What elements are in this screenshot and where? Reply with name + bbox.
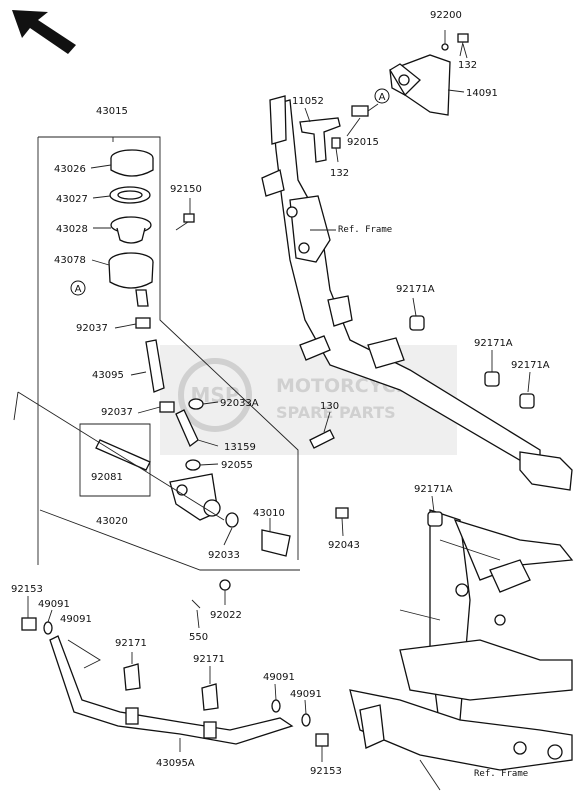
svg-text:A: A [379, 92, 386, 103]
arrow-up-left-icon [12, 10, 76, 54]
reservoir-43078 [108, 252, 154, 307]
ref-marker-a-2: A [374, 88, 390, 104]
label-92171b: 92171 [193, 654, 225, 665]
clamp-92037a [135, 317, 151, 329]
screw-92150 [175, 213, 195, 231]
label-13159: 13159 [224, 442, 256, 453]
label-43020: 43020 [96, 516, 128, 527]
washer-49091c [271, 699, 281, 713]
clamp-92171A-2 [484, 371, 500, 387]
clamp-92171A-1 [409, 315, 425, 331]
banjo-bolt-92153a [21, 617, 37, 631]
clamp-92171A-4 [427, 511, 443, 527]
washer-49091d [301, 713, 311, 727]
label-92033A: 92033A [220, 398, 259, 409]
label-ref-frame-1: Ref. Frame [338, 225, 392, 235]
label-92171A-1: 92171A [396, 284, 435, 295]
label-49091d: 49091 [290, 689, 322, 700]
pointer-49091b [67, 639, 101, 669]
label-130: 130 [320, 401, 339, 412]
hose-43095A [49, 635, 294, 745]
svg-text:A: A [75, 284, 82, 295]
label-92043: 92043 [328, 540, 360, 551]
hose-43095 [145, 339, 165, 393]
label-92171A-3: 92171A [511, 360, 550, 371]
bracket-11052 [299, 117, 341, 163]
label-43010: 43010 [253, 508, 285, 519]
bolt-92043 [335, 507, 349, 519]
label-43015: 43015 [96, 106, 128, 117]
banjo-bolt-92153b [315, 733, 329, 747]
label-43027: 43027 [56, 194, 88, 205]
diaphragm-43028 [110, 216, 152, 244]
label-92153b: 92153 [310, 766, 342, 777]
label-92037a: 92037 [76, 323, 108, 334]
washer-92022 [219, 579, 231, 591]
label-92037b: 92037 [101, 407, 133, 418]
bolt-132a [457, 33, 469, 57]
label-43095: 43095 [92, 370, 124, 381]
washer-92200 [441, 43, 449, 51]
label-92171A-2: 92171A [474, 338, 513, 349]
label-92015: 92015 [347, 137, 379, 148]
label-92150: 92150 [170, 184, 202, 195]
label-92033: 92033 [208, 550, 240, 561]
label-43026: 43026 [54, 164, 86, 175]
pin-550 [191, 599, 201, 609]
label-11052: 11052 [292, 96, 324, 107]
label-49091b: 49091 [60, 614, 92, 625]
clamp-92171a [123, 663, 141, 691]
cover-14091 [389, 54, 451, 116]
circlip-92033 [225, 512, 239, 528]
frame-drawing [261, 95, 574, 791]
ref-marker-a-1: A [70, 280, 86, 296]
label-92200: 92200 [430, 10, 462, 21]
bolt-132b [331, 137, 341, 149]
label-132a: 132 [458, 60, 477, 71]
label-92171a: 92171 [115, 638, 147, 649]
leader-lines [90, 30, 531, 629]
washer-92055 [185, 459, 201, 471]
bolt-92015 [351, 103, 379, 117]
label-14091: 14091 [466, 88, 498, 99]
label-ref-frame-2: Ref. Frame [474, 769, 528, 779]
piston-92081 [95, 439, 151, 471]
clamp-92171b [201, 683, 219, 711]
bolt-130 [309, 429, 335, 449]
washer-49091a [43, 621, 53, 635]
label-92081: 92081 [91, 472, 123, 483]
label-43078: 43078 [54, 255, 86, 266]
watermark-line2: SPARE PARTS [276, 403, 396, 422]
label-43028: 43028 [56, 224, 88, 235]
clamp-92037b [159, 401, 175, 413]
switch-43010 [261, 529, 291, 557]
clamp-92171A-3 [519, 393, 535, 409]
label-92055: 92055 [221, 460, 253, 471]
label-132b: 132 [330, 168, 349, 179]
label-49091a: 49091 [38, 599, 70, 610]
assembly-outline [13, 136, 300, 571]
label-49091c: 49091 [263, 672, 295, 683]
cap-43026 [110, 149, 154, 177]
label-550: 550 [189, 632, 208, 643]
label-92022: 92022 [210, 610, 242, 621]
label-92171A-4: 92171A [414, 484, 453, 495]
part-labels: 92200 132 14091 11052 92015 132 43015 43… [11, 10, 550, 779]
label-43095A: 43095A [156, 758, 195, 769]
label-92153a: 92153 [11, 584, 43, 595]
oring-92033A [188, 398, 204, 410]
